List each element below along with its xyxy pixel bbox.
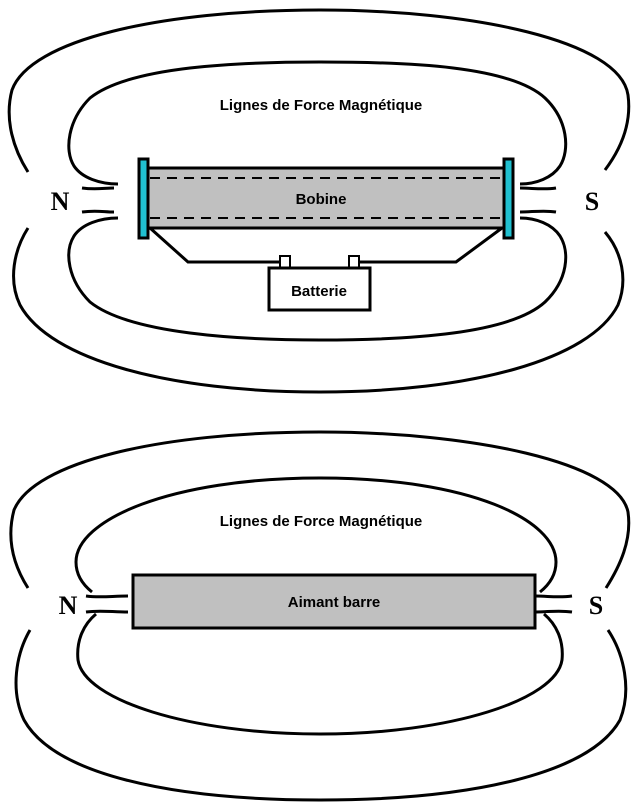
electromagnet-south-label: S: [585, 187, 599, 216]
battery-terminal-right: [348, 255, 360, 269]
field-line-inner-bottom: [76, 612, 564, 736]
field-line-west-upper: [85, 594, 129, 599]
field-line-west-lower: [81, 209, 115, 214]
field-line-inner: [67, 60, 568, 186]
bar-magnet-south-label: S: [589, 591, 603, 620]
field-line-east-lower: [535, 609, 573, 614]
coil-label: Bobine: [296, 191, 347, 208]
field-line-west-lower: [85, 609, 129, 614]
wire-right: [358, 226, 503, 264]
field-line-inner-bottom: [67, 216, 568, 342]
electromagnet-title: Lignes de Force Magnétique: [220, 97, 423, 114]
battery-label: Batterie: [291, 283, 347, 300]
field-line-east-upper: [535, 594, 573, 599]
bar-magnet-body: [131, 573, 537, 630]
battery-body: [267, 266, 372, 312]
battery-terminal-left: [279, 255, 291, 269]
field-line-inner: [74, 476, 558, 594]
field-line-east-upper: [519, 186, 557, 191]
coil-end-cap-right: [502, 157, 515, 240]
bar-magnet-title: Lignes de Force Magnétique: [220, 513, 423, 530]
electromagnet-diagram: Lignes de Force Magnétique Bobine Batter…: [7, 8, 631, 394]
bar-magnet-label: Aimant barre: [288, 594, 381, 611]
bar-magnet-diagram: Lignes de Force Magnétique Aimant barre …: [9, 430, 631, 802]
wire-left: [148, 226, 282, 264]
field-line-outer-bottom: [12, 227, 625, 394]
field-line-outer: [7, 8, 631, 173]
bar-magnet-north-label: N: [59, 591, 78, 620]
field-line-east-lower: [519, 209, 557, 214]
field-line-outer: [9, 430, 631, 589]
coil-end-cap-left: [137, 157, 150, 240]
electromagnet-north-label: N: [51, 187, 70, 216]
field-line-west-upper: [81, 186, 115, 191]
field-line-outer-bottom: [14, 629, 628, 802]
